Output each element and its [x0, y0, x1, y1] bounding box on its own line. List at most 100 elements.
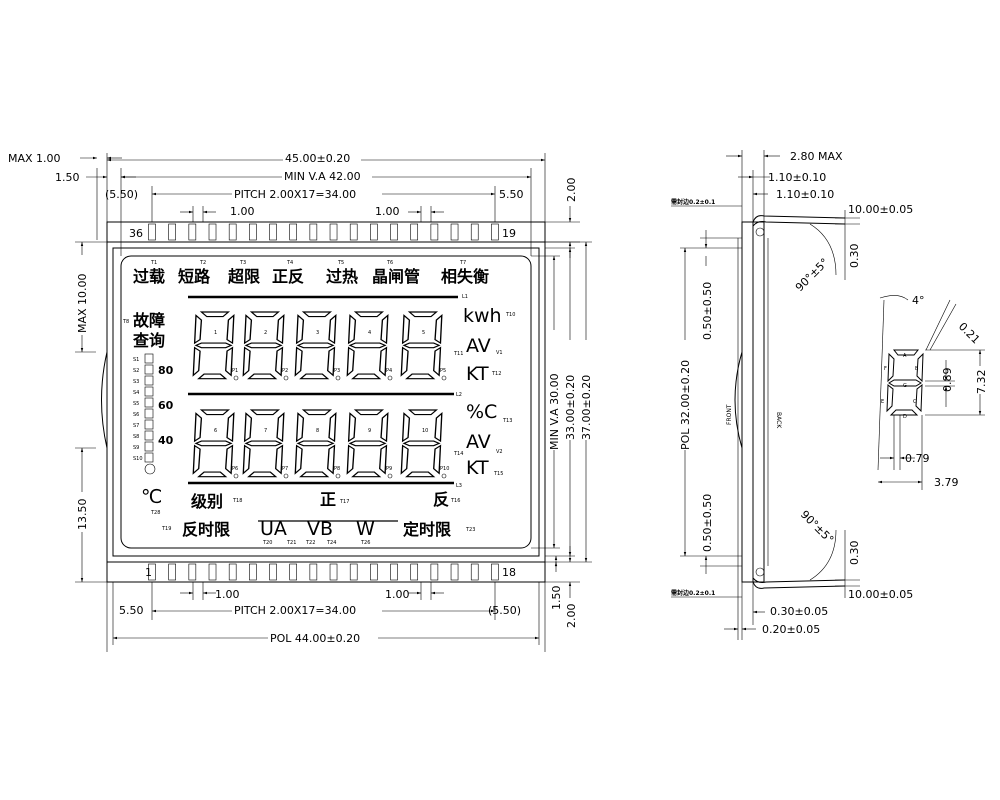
- label-level: 级别: [191, 492, 223, 511]
- scale-60: 60: [158, 399, 174, 412]
- seg-a: A: [903, 353, 907, 359]
- digit-6: [192, 409, 235, 478]
- bottom-pin: [168, 563, 176, 581]
- l2-label: L2: [456, 392, 462, 398]
- label-front: FRONT: [726, 404, 733, 425]
- t2-label: T2: [199, 260, 206, 266]
- digit-2: [242, 311, 285, 380]
- label-thyristor: 晶闸管: [372, 267, 420, 286]
- bar-label: S7: [133, 423, 139, 429]
- unit-percent-c: %C: [466, 401, 497, 423]
- decimal-point: [233, 473, 239, 479]
- t14-label: T14: [453, 451, 463, 457]
- scale-80: 80: [158, 364, 174, 377]
- t17-label: T17: [339, 499, 349, 505]
- bottom-pin: [329, 563, 338, 581]
- bottom-pin: [188, 563, 197, 581]
- top-pin: [148, 223, 156, 241]
- digit-number: 3: [316, 330, 319, 336]
- dim-0-50-top: 0.50±0.50: [701, 282, 714, 340]
- t15-label: T15: [493, 471, 503, 477]
- dim-pitch-top: PITCH 2.00X17=34.00: [234, 188, 356, 201]
- bottom-pin: [370, 563, 378, 581]
- angle-4: 4°: [912, 294, 925, 307]
- bar-label: S6: [133, 412, 139, 418]
- dim-2-00-top: 2.00: [565, 178, 578, 203]
- digit-8: [294, 409, 337, 478]
- digit-9: [346, 409, 389, 478]
- v2-label: V2: [496, 449, 503, 455]
- seg-f: F: [884, 366, 887, 372]
- dim-0-21: 0.21: [956, 320, 983, 347]
- dim-0-20-0-05: 0.20±0.05: [762, 623, 820, 636]
- dim-pol-32: POL 32.00±0.20: [679, 360, 692, 450]
- t7-label: T7: [459, 260, 466, 266]
- dim-1-00-b: 1.00: [375, 205, 400, 218]
- label-query: 查询: [133, 331, 165, 350]
- dim-3-79: 3.79: [934, 476, 959, 489]
- bottom-pin: [349, 563, 358, 581]
- pin-18-label: 18: [502, 566, 516, 579]
- note-seal-top: 需封边0.2±0.1: [671, 198, 715, 206]
- t18-label: T18: [232, 498, 242, 504]
- digit-number: 9: [368, 428, 371, 434]
- p-label: P5: [440, 368, 446, 374]
- status-row-top: 过载 短路 超限 正反 过热 晶闸管 相失衡 T1 T2 T3 T4 T5 T6…: [133, 260, 489, 286]
- p-label: P2: [282, 368, 288, 374]
- pin-1-label: 1: [145, 566, 152, 579]
- p-label: P7: [282, 466, 288, 472]
- label-fault: 故障: [133, 311, 165, 330]
- dim-1-50-bottom: 1.50: [550, 586, 563, 611]
- dim-1-00-c: 1.00: [215, 588, 240, 601]
- label-reverse: 反: [433, 490, 449, 509]
- pin-36-label: 36: [129, 227, 143, 240]
- dim-37-00: 37.00±0.20: [580, 375, 593, 440]
- digit-7: [242, 409, 285, 478]
- bar-label: S2: [133, 368, 139, 374]
- dim-max-1: MAX 1.00: [8, 152, 61, 165]
- dim-0-30-top: 0.30: [848, 244, 861, 269]
- dim-pol-44: POL 44.00±0.20: [270, 632, 360, 645]
- decimal-point: [283, 375, 289, 381]
- label-over-limit: 超限: [227, 267, 261, 286]
- polarizer-outline: [112, 247, 540, 557]
- front-dimensions: MAX 1.00 1.50 45.00±0.20 MIN V.A 42.00 P…: [8, 152, 593, 652]
- l3-label: L3: [456, 483, 462, 489]
- t12-label: T12: [491, 371, 501, 377]
- digit-number: 4: [368, 330, 371, 336]
- dim-total-width: 45.00±0.20: [285, 152, 350, 165]
- bar-segment: [144, 375, 154, 386]
- bar-segment: [144, 397, 154, 408]
- top-pin: [269, 223, 277, 241]
- celsius-symbol: ℃: [141, 486, 162, 508]
- bottom-pin: [228, 563, 237, 581]
- side-pin-bottom: [752, 581, 846, 589]
- bottom-pin: [309, 563, 318, 581]
- t24-label: T24: [326, 540, 336, 546]
- top-pin: [390, 223, 398, 241]
- dim-10-00-bottom: 10.00±0.05: [848, 588, 913, 601]
- seg-c: C: [913, 399, 917, 405]
- bottom-pin: [148, 563, 156, 581]
- dim-0-79: 0.79: [905, 452, 930, 465]
- top-pin: [188, 223, 197, 241]
- digit-detail: A F B G E C D 4° 0.21 0.89 7.32 0.79 3.7…: [877, 294, 988, 490]
- bar-segment: [144, 430, 154, 441]
- decimal-point: [387, 375, 393, 381]
- t16-label: T16: [450, 498, 460, 504]
- decimal-point: [233, 375, 239, 381]
- left-bulge: [101, 351, 108, 449]
- t28-label: T28: [150, 510, 160, 516]
- t6-label: T6: [386, 260, 393, 266]
- digit-1: [192, 311, 235, 380]
- decimal-point: [441, 473, 447, 479]
- bottom-pins: [148, 563, 499, 581]
- dim-0-30-0-05: 0.30±0.05: [770, 605, 828, 618]
- t19-label: T19: [161, 526, 171, 532]
- bar-segment: [144, 441, 154, 452]
- label-ua: UA: [260, 518, 287, 540]
- p-label: P4: [386, 368, 392, 374]
- label-overheat: 过热: [326, 267, 358, 286]
- p-label: P10: [440, 466, 449, 472]
- label-vb: VB: [307, 518, 333, 540]
